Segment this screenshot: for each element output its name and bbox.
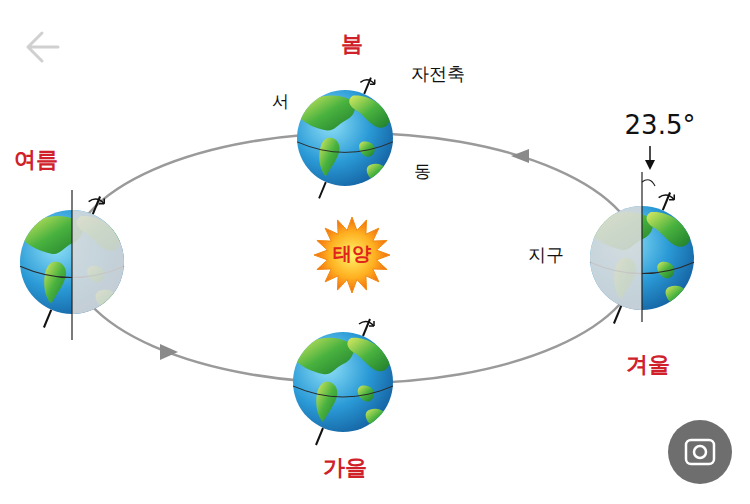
- direction-label: 동: [414, 162, 431, 182]
- axis-label: 자전축: [411, 64, 465, 85]
- season-label: 봄: [341, 31, 363, 56]
- back-icon: [28, 33, 58, 61]
- camera-icon: [668, 420, 732, 484]
- sun-label: 태양: [331, 243, 373, 265]
- season-label: 겨울: [626, 352, 670, 377]
- earth-label: 지구: [528, 245, 564, 266]
- sun-figure: [314, 217, 390, 293]
- angle-label: 23.5°: [625, 111, 696, 141]
- earth-autumn: [293, 319, 393, 445]
- sun-burst: [314, 217, 390, 293]
- orbit-arrowhead: [511, 149, 529, 163]
- earth-winter: [590, 146, 694, 324]
- season-label: 가을: [323, 455, 367, 480]
- season-label: 여름: [14, 147, 58, 172]
- earth-summer: [20, 190, 124, 340]
- sun-node: 태양: [331, 243, 373, 265]
- direction-label: 서: [272, 92, 289, 112]
- orbit-arrowhead: [160, 344, 178, 360]
- earth-spring: [297, 78, 393, 199]
